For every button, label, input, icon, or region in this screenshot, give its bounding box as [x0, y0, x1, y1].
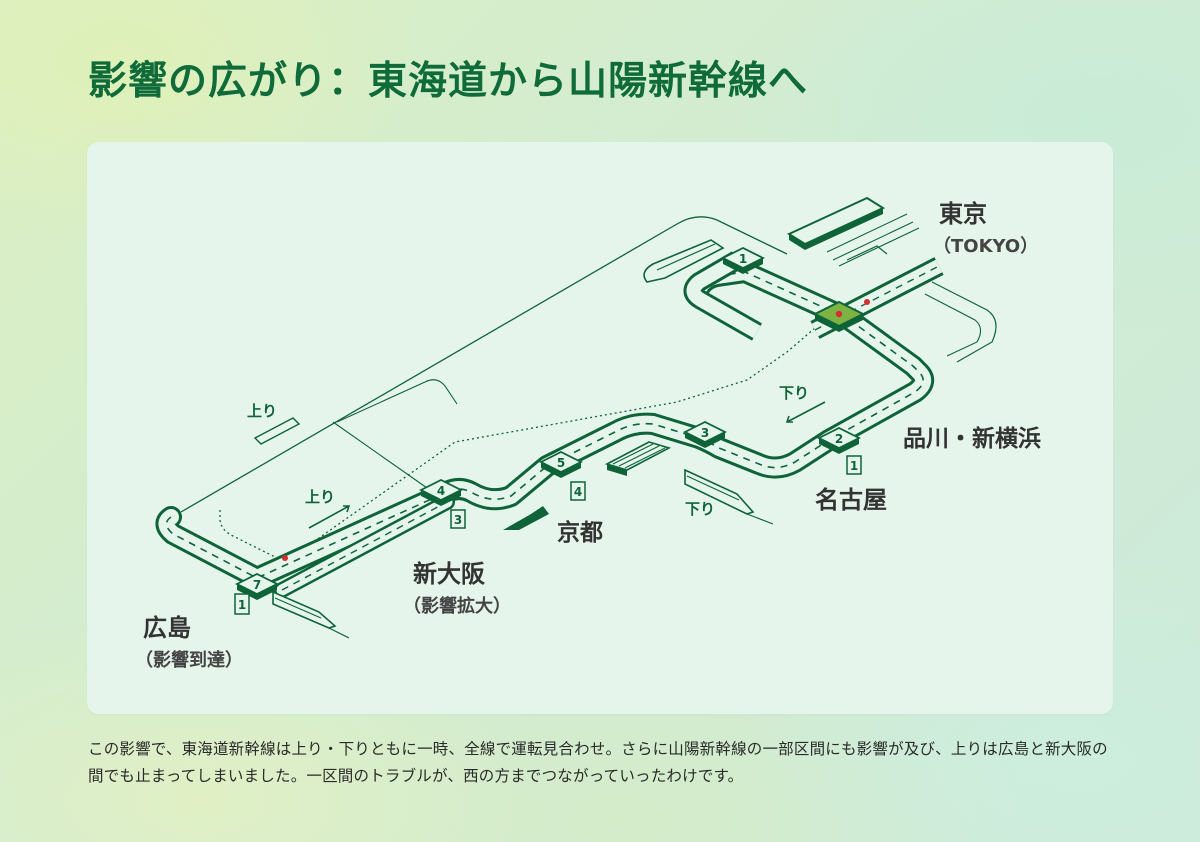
svg-text:2: 2 — [835, 432, 843, 446]
down-arrow — [785, 401, 826, 423]
train-icon-small — [253, 417, 301, 445]
platform-osaka-3-box — [450, 509, 466, 529]
platform-shinagawa-2: 2 — [816, 426, 862, 454]
platform-osaka-3: 3 — [454, 513, 462, 527]
platform-nagoya-3: 3 — [682, 420, 728, 448]
up-label-west: 上り — [305, 488, 335, 506]
page-title: 影響の広がり：東海道から山陽新幹線へ — [88, 58, 809, 104]
station-label-shinagawa: 品川・新横浜 — [903, 425, 1041, 452]
inner-connector-line — [336, 379, 458, 423]
east-loop-line — [931, 281, 997, 363]
caption-text: この影響で、東海道新幹線は上り・下りともに一時、全線で運転見合わせ。さらに山陽新… — [88, 740, 1108, 785]
up-arrow — [308, 505, 351, 529]
platform-tokyo-1: 1 — [720, 246, 766, 274]
svg-text:5: 5 — [557, 456, 565, 470]
svg-text:7: 7 — [253, 578, 261, 592]
station-sub-tokyo: （TOKYO） — [933, 236, 1038, 257]
platform-osaka-4: 4 — [418, 478, 464, 506]
route-diagram: 1 2 1 3 5 4 4 3 — [135, 196, 1041, 671]
outer-loop-line — [180, 216, 788, 513]
station-label-hiroshima: 広島 — [143, 614, 191, 642]
svg-text:3: 3 — [701, 426, 709, 440]
incident-dot — [835, 310, 843, 318]
down-label-nagoya: 下り — [685, 500, 715, 518]
platform-kyoto-5: 5 — [538, 450, 584, 478]
up-label-top: 上り — [247, 402, 277, 420]
station-label-tokyo: 東京 — [939, 200, 987, 228]
nagoya-tunnel — [604, 441, 672, 476]
train-icon-hiroshima — [272, 590, 350, 639]
tokyo-building — [786, 196, 920, 267]
train-icon-nagoya — [684, 468, 774, 525]
svg-text:4: 4 — [437, 484, 445, 498]
incident-block — [812, 300, 866, 332]
kyoto-arrow — [503, 506, 549, 530]
hiroshima-alert-dot — [282, 555, 288, 561]
tokyo-alert-dot — [864, 299, 870, 305]
station-label-nagoya: 名古屋 — [815, 486, 887, 514]
platform-hiroshima-1: 1 — [238, 598, 246, 612]
station-sub-shinosaka: （影響拡大） — [403, 595, 511, 617]
train-icon-tokyo — [643, 239, 725, 283]
dotted-service-route — [219, 315, 848, 563]
platform-hiroshima-7: 7 — [234, 572, 280, 600]
station-label-shinosaka: 新大阪 — [413, 560, 485, 588]
parallel-track — [274, 494, 455, 598]
svg-text:1: 1 — [739, 252, 747, 266]
station-sub-hiroshima: （影響到達） — [135, 649, 243, 671]
platform-shinagawa-1: 1 — [850, 459, 858, 473]
east-loop-line-inner — [924, 293, 982, 357]
platform-hiroshima-1-box — [234, 593, 250, 615]
route-diagram-panel: 1 2 1 3 5 4 4 3 — [87, 142, 1113, 714]
station-label-kyoto: 京都 — [557, 519, 603, 546]
down-label-east: 下り — [779, 384, 809, 402]
platform-kyoto-4-box — [570, 481, 586, 501]
platform-kyoto-4: 4 — [574, 485, 582, 499]
platform-shinagawa-1-box — [846, 455, 862, 475]
